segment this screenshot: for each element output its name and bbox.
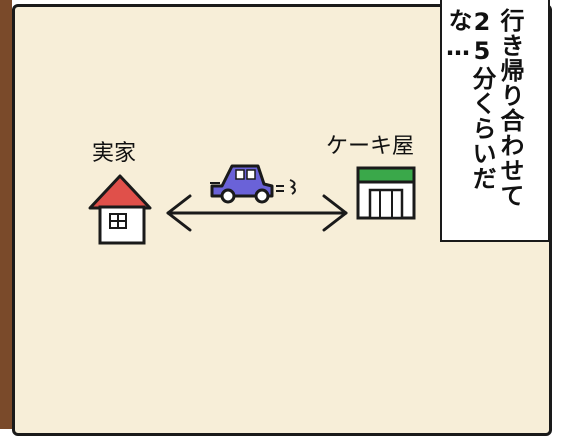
caption-line-1: 行き帰り合わせて	[496, 8, 524, 208]
cake-shop-label: ケーキ屋	[326, 134, 415, 159]
panel-gutter	[552, 0, 568, 429]
caption-box: 行き帰り合わせて 25分くらいだな…	[440, 0, 550, 242]
home-label: 実家	[92, 141, 137, 166]
house-icon	[88, 174, 152, 245]
background-strip	[0, 0, 12, 429]
round-trip-arrow-icon	[166, 194, 348, 232]
car-icon	[210, 164, 296, 204]
cake-shop-icon	[356, 166, 416, 220]
caption-line-2: 25分くらいだな…	[444, 8, 496, 191]
